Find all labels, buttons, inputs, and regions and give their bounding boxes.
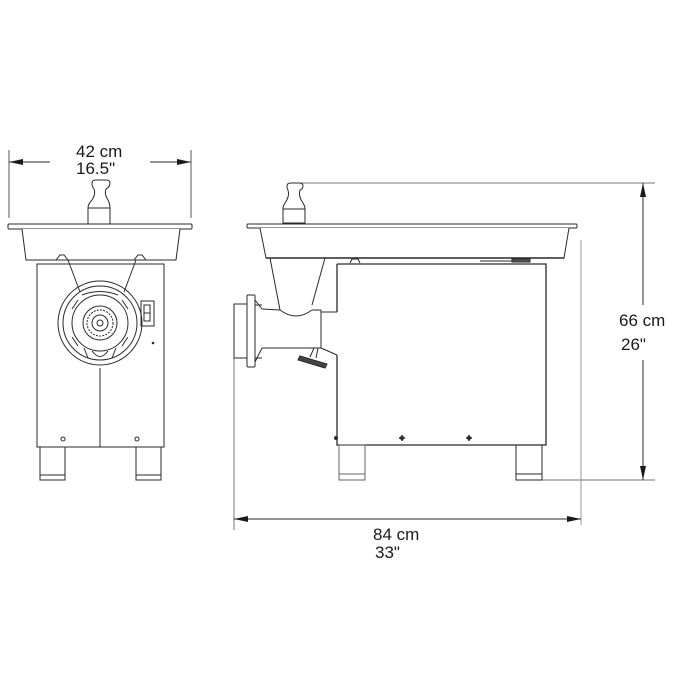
front-legs [39,446,162,481]
hopper-knob [87,179,111,225]
height-imperial-label: 26" [621,335,646,354]
power-switch [140,300,155,345]
depth-dimension-line [233,350,581,530]
screw-icon [60,436,66,442]
locking-handle [297,347,328,369]
side-legs [338,444,543,481]
width-metric-label: 42 cm [76,142,123,161]
width-dimension-line [8,150,192,218]
side-body [336,263,547,446]
side-neck [269,257,531,317]
side-hopper-knob [282,182,306,224]
front-view [7,150,193,481]
grinder-faceplate [233,294,263,368]
height-metric-label: 66 cm [619,311,666,330]
depth-metric-label: 84 cm [373,525,420,544]
feed-tray [7,223,193,261]
width-imperial-label: 16.5" [76,159,116,178]
auger-tube [261,308,338,356]
height-dimension-line [300,182,655,525]
grinder-head [57,280,143,366]
depth-imperial-label: 33" [375,543,400,562]
screw-icon [134,436,140,442]
side-feed-tray [246,223,578,259]
side-screws [334,435,472,441]
front-body [36,263,165,448]
side-view [233,182,655,530]
